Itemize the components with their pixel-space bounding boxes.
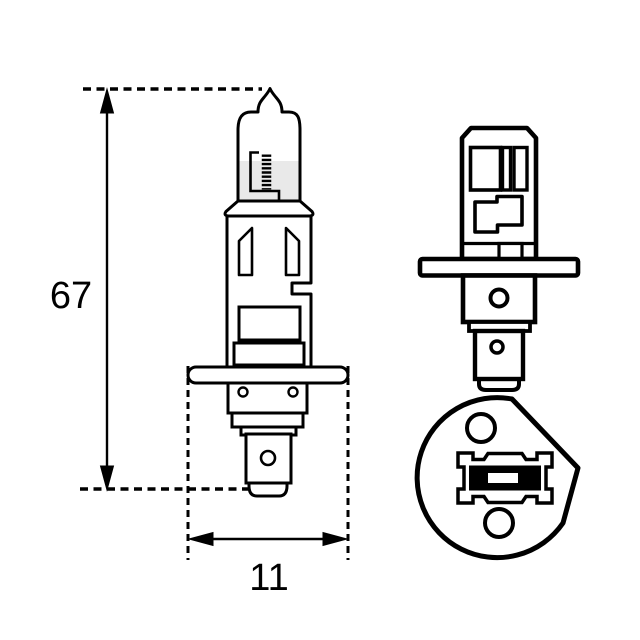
front-terminal-tab [472, 328, 526, 382]
front-window-stripe-2 [512, 145, 529, 192]
front-view [417, 125, 581, 392]
front-window-large [468, 145, 503, 192]
terminal-tip [247, 479, 289, 498]
width-arrow-left [187, 531, 214, 547]
dimension-annotations: 67 11 [50, 87, 350, 599]
front-base-box [497, 241, 524, 261]
front-window-stripe-1 [500, 145, 513, 192]
glass-collar [223, 199, 315, 218]
connector-slot [488, 473, 518, 483]
front-terminal-tip [477, 377, 521, 392]
base-step-1 [230, 411, 305, 429]
disc-hole-top [465, 412, 497, 444]
side-view [186, 87, 350, 498]
height-arrow-up [99, 87, 115, 114]
width-dimension-label: 11 [249, 557, 288, 599]
rivet-hole-left [237, 386, 249, 398]
width-arrow-right [322, 531, 349, 547]
mounting-flange [186, 365, 350, 385]
body-window-lower [232, 341, 306, 367]
filament-electrode [249, 151, 281, 200]
height-arrow-down [99, 465, 115, 492]
front-step-plate [473, 194, 524, 234]
height-dimension-label: 67 [50, 275, 92, 317]
front-flange-bar [417, 256, 581, 278]
rivet-hole-right [287, 386, 299, 398]
bottom-view [414, 395, 581, 561]
body-slot-right [284, 226, 301, 277]
front-terminal-hole [489, 339, 505, 355]
body-slot-left [237, 226, 254, 277]
terminal-hole [259, 449, 277, 467]
front-block-hole [488, 287, 510, 309]
body-window-upper [237, 305, 302, 342]
disc-hole-bottom [483, 507, 515, 539]
